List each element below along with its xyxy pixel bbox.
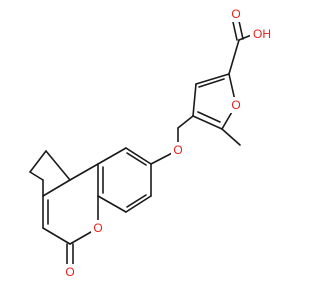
atom-label-lactone-ring-o: O bbox=[93, 221, 102, 235]
label-bg-ether-o bbox=[171, 142, 185, 158]
label-bg-oh bbox=[250, 26, 272, 42]
label-bg-lactone-ring-o bbox=[91, 220, 105, 236]
bond-furan-c4-c5-inner bbox=[197, 111, 221, 123]
label-bg-acid-o bbox=[229, 6, 243, 22]
bond-cp-3 bbox=[29, 150, 47, 173]
bond-cooh-c-o-double-1 bbox=[232, 21, 238, 41]
bond-methyl bbox=[221, 128, 241, 146]
bonds bbox=[29, 20, 255, 267]
bond-pyran-carbonyl-c bbox=[42, 227, 71, 245]
bond-benz-1-inner bbox=[126, 152, 147, 166]
bond-furan-c2-c3-double bbox=[195, 73, 230, 85]
bond-benz-2 bbox=[97, 147, 127, 165]
atom-label-lactone-carbonyl-o: O bbox=[65, 265, 74, 279]
bond-cooh-c-furan bbox=[228, 39, 240, 75]
bond-furan-c4-c5-double bbox=[192, 115, 223, 130]
atom-label-furan-o: O bbox=[231, 98, 240, 112]
atom-label-hydroxyl-oh: OH bbox=[253, 27, 271, 41]
atom-label-acid-carbonyl-o: O bbox=[231, 7, 240, 21]
label-bg-furan-o bbox=[229, 97, 243, 113]
bond-cp-4 bbox=[45, 150, 71, 181]
atom-labels: OH O O O O O bbox=[63, 6, 272, 280]
bond-cooh-c-o-double-2 bbox=[238, 20, 244, 40]
bond-pyran-c-ar bbox=[42, 179, 71, 197]
bond-cp-2 bbox=[29, 171, 44, 181]
label-bg-lactone-carbonyl-o bbox=[63, 264, 77, 280]
bond-benz-5-inner bbox=[126, 194, 147, 208]
bond-pyran-ar-ar bbox=[69, 163, 99, 181]
bond-benz-1 bbox=[125, 147, 152, 165]
bond-furan-c3-c4 bbox=[192, 83, 197, 117]
chemical-structure-diagram: OH O O O O O bbox=[29, 6, 272, 280]
bond-furan-ch2 bbox=[177, 115, 194, 129]
bond-furan-c2-c3-inner bbox=[198, 78, 225, 88]
bond-benz-5 bbox=[125, 195, 152, 213]
atom-label-ether-o: O bbox=[173, 143, 182, 157]
bond-benz-4 bbox=[97, 195, 127, 213]
